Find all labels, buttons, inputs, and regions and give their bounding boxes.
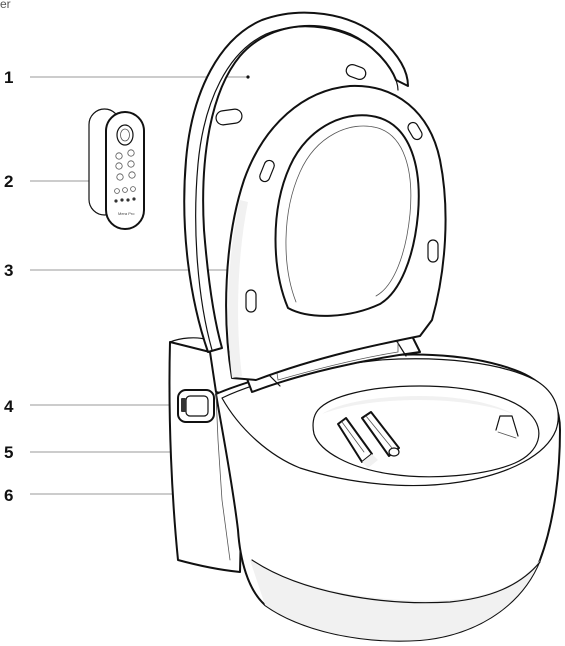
callout-number-6: 6: [4, 486, 13, 505]
lid-bumper-right: [345, 64, 367, 80]
lid-bumper-left: [215, 108, 243, 126]
shower-arm-tip: [362, 454, 378, 468]
remote-key: [115, 162, 123, 170]
callout-number-1: 1: [4, 68, 13, 87]
seat-opening-inner: [285, 125, 412, 303]
remote-key: [130, 186, 136, 192]
callout-3: 3: [4, 261, 249, 280]
shower-arm-edge: [341, 421, 365, 453]
sensor-led: [181, 398, 186, 412]
seat: [225, 84, 447, 381]
bowl-underside-edge: [251, 559, 541, 604]
lid: [183, 11, 409, 353]
seat-bumper: [245, 289, 257, 313]
remote-main-button-inner: [120, 128, 130, 142]
seat-side-shade: [228, 200, 248, 378]
body-seam: [215, 393, 231, 561]
shower-arms: [337, 411, 400, 468]
flush-slot-lip: [497, 431, 517, 439]
lady-shower-nozzle: [388, 447, 400, 457]
remote-indicator: [132, 197, 136, 201]
callout-number-3: 3: [4, 261, 13, 280]
housing-top-edge: [169, 337, 209, 343]
remote-key: [127, 149, 135, 157]
flush-slot: [495, 415, 519, 437]
inner-wall-shade: [322, 396, 520, 418]
corner-text: er: [0, 0, 11, 11]
toilet-body: [168, 337, 561, 642]
callout-4: 4: [4, 397, 186, 416]
seat-bumper: [427, 239, 439, 263]
callout-number-5: 5: [4, 443, 13, 462]
seat-opening: [274, 114, 420, 317]
remote-main-button: [116, 124, 134, 146]
side-panel-sensor: [177, 389, 215, 423]
hinge-detail: [275, 337, 399, 381]
remote-brand-text: Mera Pro: [118, 211, 135, 216]
lady-shower-edge: [365, 415, 393, 449]
remote-indicator: [114, 199, 118, 203]
remote-indicator: [120, 198, 124, 202]
remote-indicator: [126, 198, 130, 202]
remote-control: Mera Pro: [88, 108, 145, 230]
callout-number-2: 2: [4, 172, 13, 191]
remote-key: [122, 187, 128, 193]
remote-key: [115, 152, 123, 160]
lid-outer: [183, 11, 409, 353]
seat-bumper: [407, 121, 423, 141]
callout-number-4: 4: [4, 397, 14, 416]
leader-dot-1: [246, 75, 250, 79]
remote-key: [116, 173, 124, 181]
lid-inner-edge: [195, 26, 399, 351]
seat-bumper: [259, 159, 275, 183]
remote-key: [128, 171, 136, 179]
remote-key: [127, 160, 135, 168]
bowl-underside-shade: [250, 560, 540, 641]
remote-key: [114, 188, 120, 194]
